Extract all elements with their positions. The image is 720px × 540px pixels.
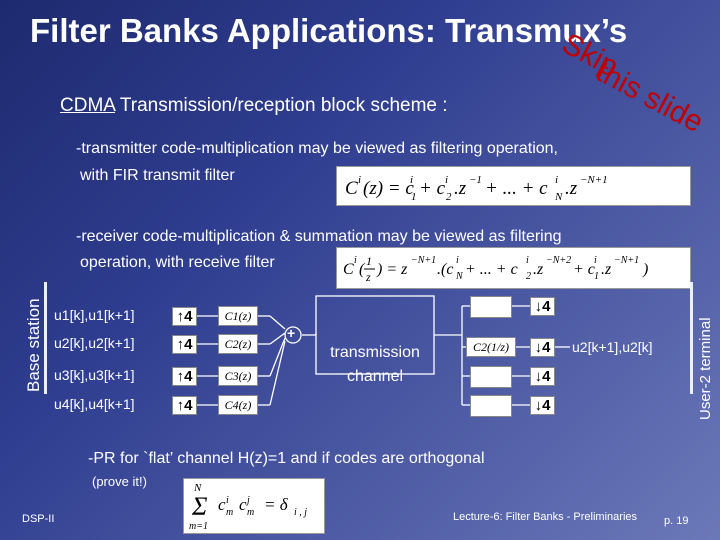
- svg-text:Σ: Σ: [191, 492, 208, 521]
- rx-filter-2: C2(1/z): [466, 337, 516, 357]
- svg-text:+ ... + c: + ... + c: [485, 178, 548, 199]
- downsampler-1: ↓4: [530, 297, 555, 316]
- input-label-3: u3[k],u3[k+1]: [54, 367, 135, 383]
- channel-box: [315, 295, 435, 375]
- svg-text:2: 2: [446, 191, 452, 203]
- svg-text:m=1: m=1: [189, 521, 208, 532]
- svg-text:z: z: [365, 270, 371, 284]
- svg-text:m: m: [226, 507, 233, 518]
- skip-slide-overlay: Skip this slide: [560, 27, 709, 139]
- svg-text:.z: .z: [565, 178, 578, 199]
- svg-text:j: j: [245, 495, 250, 506]
- svg-text:−N+1: −N+1: [411, 255, 436, 266]
- upsampler-1: ↑4: [172, 307, 197, 326]
- tx-filter-3: C3(z): [218, 366, 258, 386]
- rx-filter-blank-3: [470, 366, 512, 388]
- footer-page-number: p. 19: [664, 515, 689, 527]
- footer-course: DSP-II: [22, 513, 55, 525]
- svg-text:.z: .z: [601, 261, 612, 278]
- subtitle-text: Transmission/reception block scheme :: [114, 95, 448, 116]
- slide-title: Filter Banks Applications: Transmux’s: [30, 12, 628, 49]
- svg-text:c: c: [218, 495, 226, 514]
- svg-text:(: (: [359, 261, 366, 278]
- svg-text:i: i: [358, 174, 361, 186]
- svg-text:): ): [642, 261, 648, 278]
- svg-text:i: i: [555, 174, 558, 186]
- output-label: u2[k+1],u2[k]: [572, 339, 653, 355]
- footer-lecture: Lecture-6: Filter Banks - Preliminaries: [453, 511, 638, 523]
- tx-description-line1: -transmitter code-multiplication may be …: [76, 140, 558, 157]
- upsampler-4: ↑4: [172, 396, 197, 415]
- svg-text:i: i: [354, 255, 357, 266]
- svg-text:N: N: [455, 271, 464, 282]
- svg-text:1: 1: [366, 254, 372, 268]
- channel-label-line1: transmission: [330, 344, 420, 361]
- prove-note: (prove it!): [92, 474, 147, 489]
- input-label-1: u1[k],u1[k+1]: [54, 307, 135, 323]
- channel-label-line2: channel: [346, 368, 404, 385]
- svg-text:i: i: [594, 255, 597, 266]
- rx-filter-blank-1: [470, 296, 512, 318]
- svg-text:(z) = c: (z) = c: [363, 178, 414, 199]
- svg-text:i: i: [456, 255, 459, 266]
- svg-text:C: C: [343, 261, 354, 278]
- tx-filter-2: C2(z): [218, 334, 258, 354]
- svg-text:i: i: [445, 174, 448, 186]
- svg-text:) = z: ) = z: [376, 261, 408, 278]
- svg-text:−1: −1: [469, 174, 482, 186]
- tx-filter-4: C4(z): [218, 395, 258, 415]
- svg-text:.(c: .(c: [437, 261, 453, 278]
- user-terminal-bar: [690, 282, 693, 394]
- svg-text:i: i: [410, 174, 413, 186]
- input-label-2: u2[k],u2[k+1]: [54, 335, 135, 351]
- svg-text:C: C: [345, 178, 358, 199]
- svg-text:i , j: i , j: [294, 507, 307, 518]
- orthogonality-formula: N Σ m=1 c i m c j m = δ i , j: [183, 478, 325, 534]
- svg-text:1: 1: [594, 271, 599, 282]
- rx-description-line2: operation, with receive filter: [80, 254, 275, 271]
- subtitle: CDMA Transmission/reception block scheme…: [60, 95, 448, 117]
- svg-text:c: c: [239, 495, 247, 514]
- tx-filter-1: C1(z): [218, 306, 258, 326]
- svg-text:−N+1: −N+1: [614, 255, 639, 266]
- svg-text:m: m: [247, 507, 254, 518]
- svg-text:= δ: = δ: [264, 495, 289, 514]
- input-label-4: u4[k],u4[k+1]: [54, 396, 135, 412]
- svg-text:N: N: [554, 191, 563, 203]
- rx-filter-blank-4: [470, 395, 512, 417]
- svg-text:.z: .z: [533, 261, 544, 278]
- tx-filter-formula: C i (z) = c 1 i + c 2 i .z −1 + ... + c …: [336, 166, 691, 206]
- base-station-bar: [44, 282, 47, 394]
- svg-text:1: 1: [411, 191, 417, 203]
- rx-description-line1: -receiver code-multiplication & summatio…: [76, 228, 562, 245]
- pr-condition: -PR for `flat’ channel H(z)=1 and if cod…: [88, 450, 485, 467]
- svg-text:.z: .z: [454, 178, 467, 199]
- svg-text:+ ... + c: + ... + c: [465, 261, 518, 278]
- svg-text:2: 2: [526, 271, 531, 282]
- svg-text:−N+1: −N+1: [580, 174, 608, 186]
- subtitle-acronym: CDMA: [60, 95, 115, 116]
- svg-text:−N+2: −N+2: [546, 255, 571, 266]
- upsampler-3: ↑4: [172, 367, 197, 386]
- downsampler-2: ↓4: [530, 338, 555, 357]
- summation-node: [284, 326, 302, 344]
- sum-symbol: +: [287, 325, 296, 341]
- downsampler-4: ↓4: [530, 396, 555, 415]
- downsampler-3: ↓4: [530, 367, 555, 386]
- upsampler-2: ↑4: [172, 335, 197, 354]
- tx-description-line2: with FIR transmit filter: [80, 167, 235, 184]
- svg-text:+ c: + c: [419, 178, 446, 199]
- rx-filter-formula: C i ( 1 z ) = z −N+1 .(c N i + ... + c 2…: [336, 247, 691, 289]
- svg-text:+ c: + c: [573, 261, 595, 278]
- svg-text:N: N: [193, 482, 202, 494]
- svg-text:i: i: [226, 495, 229, 506]
- svg-text:i: i: [526, 255, 529, 266]
